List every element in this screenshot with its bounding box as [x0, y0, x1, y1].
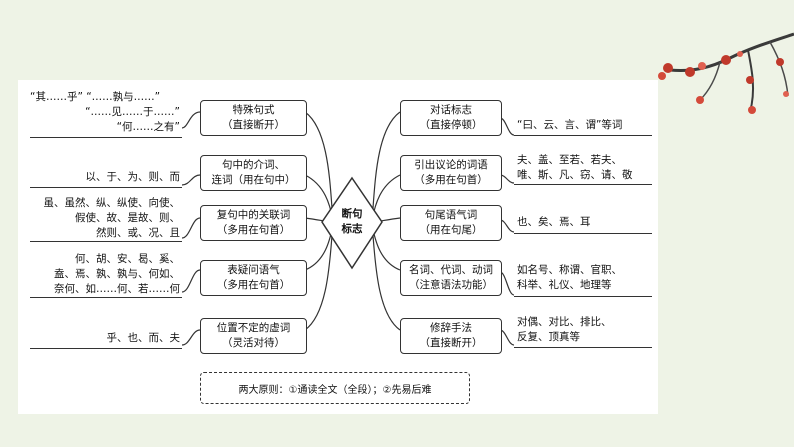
right-node-rhetoric: 修辞手法 （直接断开）	[400, 318, 502, 354]
example-line: 反复、顶真等	[517, 331, 580, 343]
left-examples-2: 虽、虽然、纵、纵使、向使、 假使、故、是故、则、 然则、或、况、且	[30, 196, 181, 241]
left-underline-2	[30, 241, 182, 242]
node-title: 特殊句式	[232, 104, 275, 116]
node-title: 复句中的关联词	[216, 209, 291, 221]
right-examples-1: 夫、盖、至若、若夫、 唯、斯、凡、窃、请、敬	[517, 153, 652, 183]
node-subtitle: （直接停顿）	[419, 119, 483, 131]
left-examples-0: “其……乎” “……孰与……” “……见……于……” “何……之有”	[30, 90, 180, 135]
right-examples-3: 如名号、称谓、官职、 科举、礼仪、地理等	[517, 263, 652, 293]
example-line: “……见……于……”	[85, 106, 180, 118]
left-node-conjunctions: 复句中的关联词 （多用在句首）	[200, 205, 307, 241]
node-title: 表疑问语气	[227, 264, 280, 276]
right-underline-3	[514, 296, 652, 297]
example-line: 假使、故、是故、则、	[75, 212, 180, 224]
left-examples-4: 乎、也、而、夫	[30, 331, 181, 346]
node-subtitle: （直接断开）	[222, 119, 285, 131]
node-title: 句中的介词、	[222, 159, 285, 171]
example-line: 也、矣、焉、耳	[517, 216, 591, 228]
node-subtitle: （多用在句首）	[216, 279, 291, 291]
left-underline-1	[30, 187, 182, 188]
left-examples-3: 何、胡、安、曷、奚、 盍、焉、孰、孰与、何如、 奈何、如……何、若……何	[30, 252, 180, 297]
node-title: 句尾语气词	[424, 209, 478, 221]
node-subtitle: （多用在句首）	[216, 224, 291, 236]
principle-box: 两大原则：①通读全文（全段）；②先易后难	[200, 372, 470, 404]
right-examples-4: 对偶、对比、排比、 反复、顶真等	[517, 315, 652, 345]
example-line: 对偶、对比、排比、	[517, 316, 612, 328]
node-subtitle: （灵活对待）	[222, 337, 285, 349]
example-line: 夫、盖、至若、若夫、	[517, 154, 622, 166]
left-examples-1: 以、于、为、则、而	[30, 170, 181, 185]
example-line: 然则、或、况、且	[96, 227, 180, 239]
center-label: 断句 标志	[330, 207, 374, 237]
node-title: 位置不定的虚词	[216, 322, 291, 334]
example-line: 奈何、如……何、若……何	[54, 283, 180, 295]
node-subtitle: （用在句尾）	[419, 224, 483, 236]
center-diamond	[321, 176, 383, 270]
right-node-final-particles: 句尾语气词 （用在句尾）	[400, 205, 502, 241]
center-label-line1: 断句	[341, 208, 363, 220]
node-title: 名词、代词、动词	[409, 264, 493, 276]
left-underline-0	[30, 137, 182, 138]
principle-text: 两大原则：①通读全文（全段）；②先易后难	[238, 384, 432, 396]
right-underline-0	[514, 135, 652, 136]
node-subtitle: （直接断开）	[419, 337, 483, 349]
center-label-line2: 标志	[341, 223, 363, 235]
right-examples-2: 也、矣、焉、耳	[517, 215, 652, 230]
node-subtitle: 连词（用在句中）	[211, 174, 296, 186]
example-line: 乎、也、而、夫	[106, 332, 181, 344]
left-underline-3	[30, 297, 182, 298]
right-underline-1	[514, 184, 652, 185]
example-line: 虽、虽然、纵、纵使、向使、	[43, 197, 181, 209]
node-title: 对话标志	[430, 104, 472, 116]
node-subtitle: （注意语法功能）	[409, 279, 493, 291]
example-line: “曰、云、言、谓”等词	[517, 119, 623, 131]
example-line: 科举、礼仪、地理等	[517, 279, 612, 291]
example-line: “其……乎” “……孰与……”	[30, 91, 161, 103]
left-underline-4	[30, 348, 182, 349]
plum-blossom-decoration	[658, 32, 794, 114]
left-node-function-words: 位置不定的虚词 （灵活对待）	[200, 318, 307, 354]
node-subtitle: （多用在句首）	[414, 174, 488, 186]
right-underline-4	[514, 347, 652, 348]
example-line: 何、胡、安、曷、奚、	[75, 253, 180, 265]
left-node-prepositions: 句中的介词、 连词（用在句中）	[200, 155, 307, 191]
node-title: 修辞手法	[430, 322, 472, 334]
right-underline-2	[514, 233, 652, 234]
example-line: 盍、焉、孰、孰与、何如、	[54, 268, 180, 280]
right-node-nouns-verbs: 名词、代词、动词 （注意语法功能）	[400, 260, 502, 296]
example-line: “何……之有”	[116, 121, 180, 133]
node-title: 引出议论的词语	[414, 159, 488, 171]
example-line: 以、于、为、则、而	[85, 171, 181, 183]
example-line: 唯、斯、凡、窃、请、敬	[517, 169, 633, 181]
left-node-interrogatives: 表疑问语气 （多用在句首）	[200, 260, 307, 296]
right-node-dialogue: 对话标志 （直接停顿）	[400, 100, 502, 136]
right-examples-0: “曰、云、言、谓”等词	[517, 118, 652, 133]
right-node-discourse-words: 引出议论的词语 （多用在句首）	[400, 155, 502, 191]
example-line: 如名号、称谓、官职、	[517, 264, 622, 276]
left-node-special-sentence: 特殊句式 （直接断开）	[200, 100, 307, 136]
